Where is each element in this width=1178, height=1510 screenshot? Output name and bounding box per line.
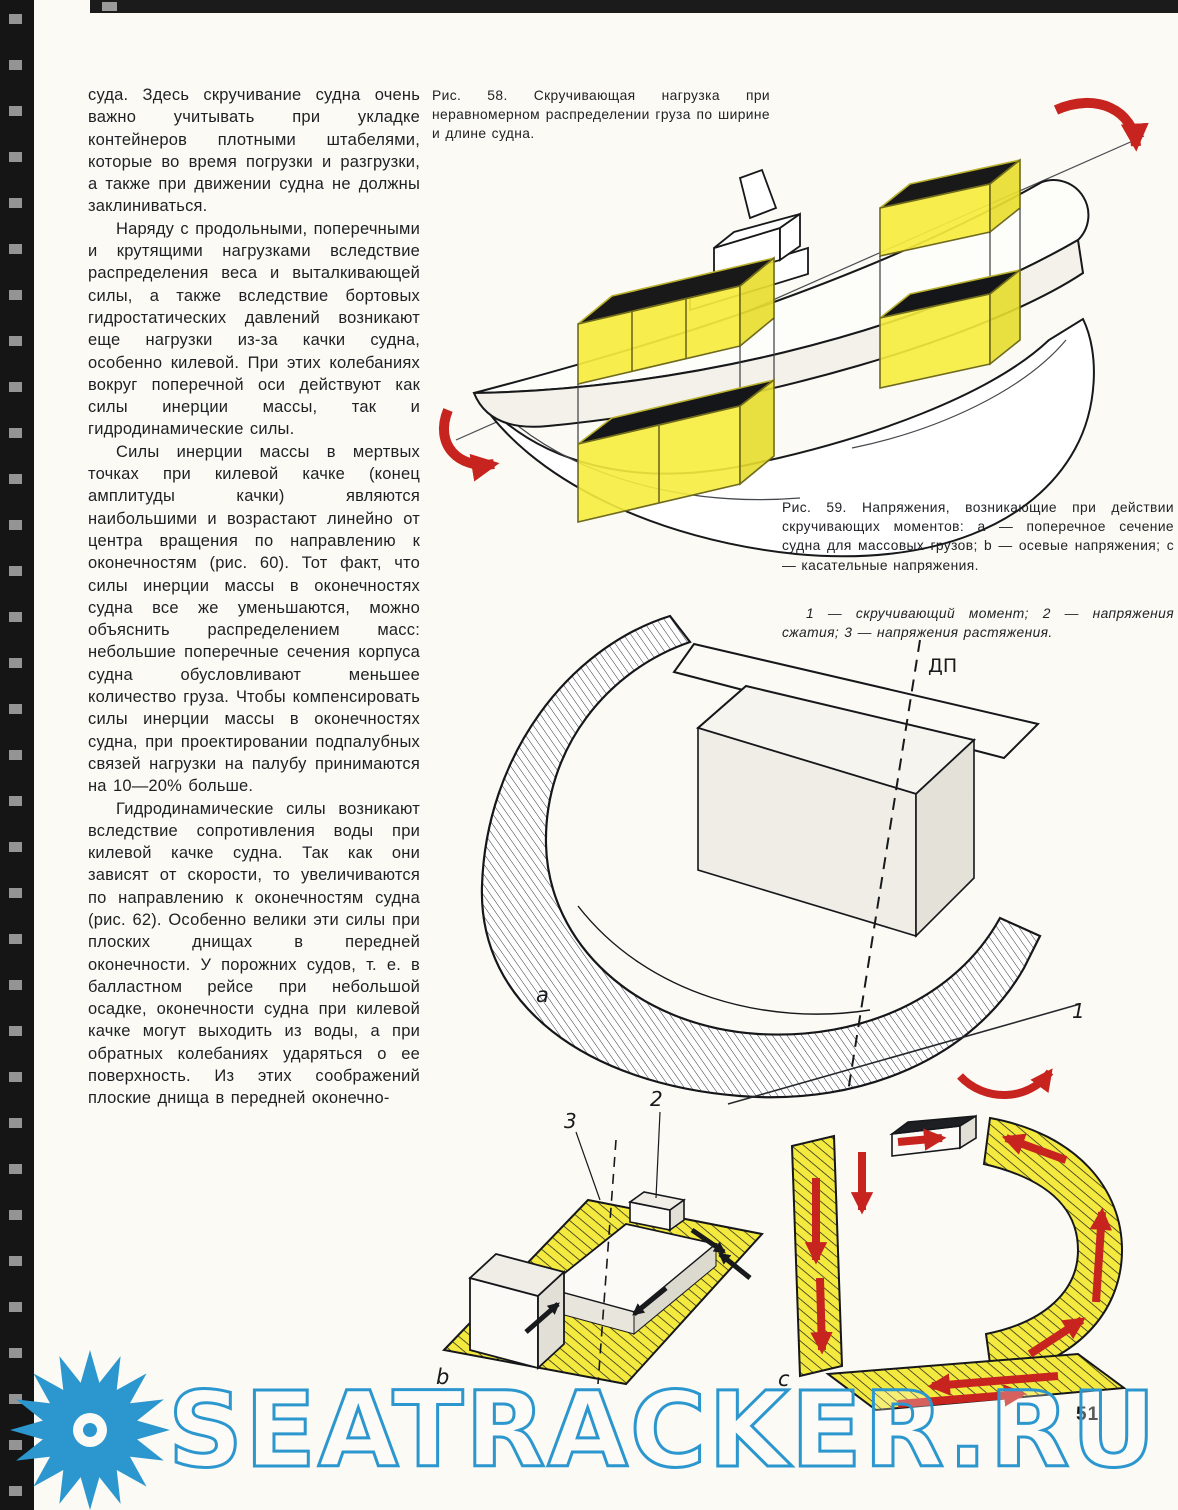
- cargo-hold-interior: [577, 684, 977, 1015]
- hull-shell-section: [480, 614, 1042, 1099]
- scan-edge-mark: [102, 2, 117, 11]
- article-text-column: суда. Здесь скручивание судна очень важн…: [88, 84, 420, 1110]
- film-edge-left: [0, 0, 34, 1510]
- centreline-dp: [847, 639, 921, 1093]
- label-a: a: [536, 983, 549, 1007]
- figure-58-caption: Рис. 58. Скручивающая нагрузка при нерав…: [432, 88, 770, 142]
- container-frame-stern-hold: [879, 268, 1021, 389]
- label-2: 2: [650, 1087, 663, 1111]
- label-b: b: [436, 1365, 449, 1389]
- container-frame-stern: [879, 158, 1021, 257]
- container-guide-legs: [577, 208, 1021, 444]
- label-dp: ДП: [928, 655, 957, 677]
- moment-axis-line: [727, 1003, 1081, 1105]
- figure-59-legend: 1 — скручивающий момент; 2 — напряжения …: [782, 606, 1174, 641]
- paragraph-1: суда. Здесь скручивание судна очень важн…: [88, 86, 420, 216]
- figure-59a-illustration: ДП 1 a: [480, 614, 1085, 1105]
- torsion-arrow-bow: [438, 408, 500, 482]
- scan-edge-top: [90, 0, 1178, 13]
- paragraph-4: Гидродинамические силы возникают вследст…: [88, 799, 420, 1108]
- diagram-c-tangential-stress: c: [778, 1114, 1127, 1412]
- ship-side: [472, 238, 1085, 428]
- funnel: [738, 168, 778, 220]
- paragraph-2: Наряду с продольными, поперечными и крут…: [88, 219, 420, 439]
- page-number: 51: [1076, 1404, 1100, 1425]
- figure-59-caption: Рис. 59. Напряжения, возникающие при дей…: [782, 500, 1174, 573]
- label-3: 3: [564, 1109, 577, 1133]
- torsion-moment-arrow: [957, 1068, 1054, 1099]
- container-frame-hold: [577, 378, 775, 524]
- deck-surface: [672, 642, 1040, 760]
- watermark-sun-icon: [10, 1350, 170, 1510]
- figure-59bc-illustration: 3 2 b: [436, 1087, 1127, 1412]
- diagram-b-axial-stress: 3 2 b: [436, 1087, 764, 1389]
- label-1: 1: [1072, 999, 1085, 1023]
- figure-58-illustration: [438, 97, 1149, 558]
- paragraph-3: Силы инерции массы в мертвых точках при …: [88, 442, 420, 796]
- label-c: c: [778, 1367, 790, 1391]
- container-frame-deck: [577, 256, 775, 386]
- torsion-arrow-stern: [1053, 97, 1149, 152]
